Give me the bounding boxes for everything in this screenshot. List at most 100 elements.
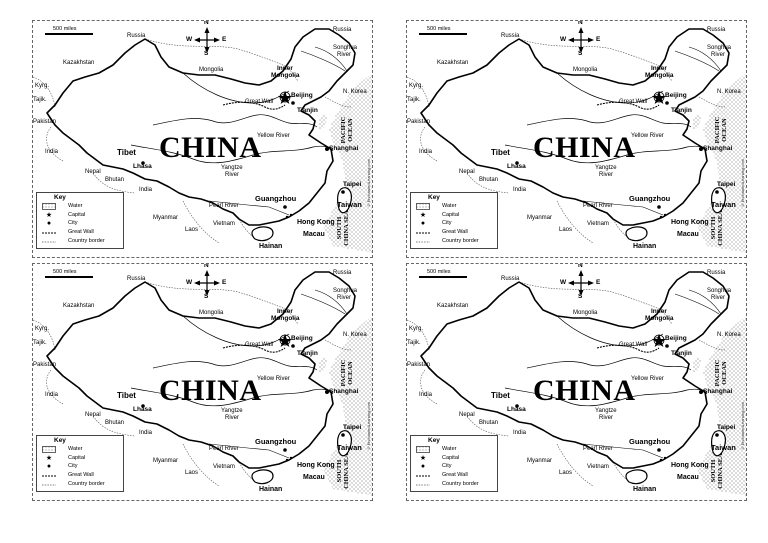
label-mongolia: Mongolia	[199, 67, 224, 73]
map-panel-1: 500 miles N S W E CHINA Russia Russia Ka…	[32, 20, 373, 258]
hainan-island	[625, 226, 648, 242]
key-border-label: Country border	[68, 238, 105, 244]
key-row-capital: ★ Capital	[414, 455, 494, 463]
city-dot	[341, 433, 345, 437]
label-pakistan: Pakistan	[33, 119, 57, 125]
label-yangtze-1: Yangtze	[221, 408, 243, 414]
scale-bar-line	[419, 33, 467, 35]
country-border	[46, 126, 64, 162]
yellow-river	[526, 114, 692, 128]
star-icon: ★	[419, 212, 427, 219]
songhua-river	[314, 46, 348, 72]
label-beijing: Beijing	[291, 335, 313, 342]
region-line	[674, 293, 720, 315]
label-great-wall: Great Wall	[245, 99, 274, 105]
country-border	[33, 76, 56, 108]
country-border	[466, 415, 510, 437]
label-tajikistan: Tajik.	[33, 340, 47, 346]
pearl-river	[208, 200, 290, 216]
songhua-river	[314, 289, 348, 315]
key-border-label: Country border	[442, 238, 479, 244]
country-border	[182, 200, 220, 244]
map-panel-4: 500 miles N S W E CHINA Russia Russia Ka…	[406, 263, 747, 501]
pearl-river	[208, 443, 290, 459]
label-inner-mongolia-1: Inner	[651, 308, 667, 315]
wall-line-icon	[416, 475, 430, 477]
songhua-river	[688, 289, 722, 315]
label-south-china-sea-2: CHINA SEA	[343, 453, 350, 489]
map-title: CHINA	[159, 131, 262, 164]
label-tibet: Tibet	[117, 391, 136, 400]
key-row-border: Country border	[40, 481, 120, 489]
label-yangtze-2: River	[599, 172, 614, 178]
label-vietnam: Vietnam	[213, 221, 235, 227]
wall-line-icon	[416, 232, 430, 234]
label-pacific-1: PACIFIC	[340, 116, 347, 144]
label-taiwan: Taiwan	[711, 200, 736, 209]
label-taipei: Taipei	[717, 424, 736, 431]
city-dot	[657, 205, 661, 209]
label-vietnam: Vietnam	[587, 464, 609, 470]
country-border	[407, 319, 430, 351]
china-outline	[46, 271, 356, 469]
label-south-china-sea: SOUTH CHINA SEA	[336, 206, 350, 250]
label-pacific-1: PACIFIC	[714, 116, 721, 144]
label-pearl-river: Pearl River	[583, 203, 613, 209]
label-india-west: India	[45, 392, 59, 398]
great-wall	[596, 344, 660, 353]
sea-area	[693, 356, 701, 374]
map-title: CHINA	[533, 374, 636, 407]
label-kyrgyzstan: Kyrg.	[35, 83, 50, 89]
compass-rose-icon	[568, 270, 594, 296]
pearl-river	[582, 443, 664, 459]
label-taipei: Taipei	[717, 181, 736, 188]
region-line	[674, 50, 720, 72]
china-outline	[420, 28, 730, 226]
label-russia-east: Russia	[333, 27, 352, 33]
country-border	[144, 281, 299, 325]
label-macau: Macau	[303, 474, 325, 481]
key-row-city: ● City	[40, 463, 120, 471]
label-yangtze-2: River	[225, 172, 240, 178]
label-russia-east: Russia	[707, 27, 726, 33]
hainan-island	[625, 469, 648, 485]
key-water-label: Water	[68, 203, 83, 209]
label-great-wall: Great Wall	[619, 99, 648, 105]
sea-area	[319, 356, 327, 374]
key-row-border: Country border	[40, 238, 120, 246]
label-kazakhstan: Kazakhstan	[437, 60, 469, 66]
key-title: Key	[54, 437, 66, 444]
country-border	[324, 339, 352, 351]
compass-w: W	[560, 36, 567, 43]
country-border	[698, 96, 726, 108]
label-inner-mongolia-2: Mongolia	[645, 315, 674, 322]
label-great-wall: Great Wall	[619, 342, 648, 348]
label-hong-kong: Hong Kong	[671, 462, 709, 469]
compass-s: S	[204, 293, 209, 300]
key-great-wall-label: Great Wall	[442, 472, 468, 478]
label-laos: Laos	[185, 470, 199, 476]
china-outline	[420, 271, 730, 469]
label-inner-mongolia-1: Inner	[277, 308, 293, 315]
compass-e: E	[596, 279, 601, 286]
label-hainan: Hainan	[633, 486, 657, 493]
label-songhua-1: Songhua	[707, 288, 732, 294]
label-myanmar: Myanmar	[153, 215, 179, 221]
city-dot	[291, 344, 295, 348]
key-row-capital: ★ Capital	[40, 212, 120, 220]
label-tibet: Tibet	[491, 391, 510, 400]
label-tajikistan: Tajik.	[33, 97, 47, 103]
taiwan-island	[337, 187, 352, 214]
label-yangtze-1: Yangtze	[221, 165, 243, 171]
city-dot	[659, 458, 663, 462]
key-city-label: City	[442, 220, 452, 226]
scale-bar-line	[419, 276, 467, 278]
label-south-china-sea-2: CHINA SEA	[343, 210, 350, 246]
yellow-river	[152, 357, 318, 371]
taiwan-island	[711, 430, 726, 457]
label-yellow-river: Yellow River	[257, 133, 290, 139]
map-drawing	[33, 27, 372, 253]
key-row-capital: ★ Capital	[414, 212, 494, 220]
city-dot	[341, 190, 345, 194]
dot-icon: ●	[420, 463, 426, 470]
